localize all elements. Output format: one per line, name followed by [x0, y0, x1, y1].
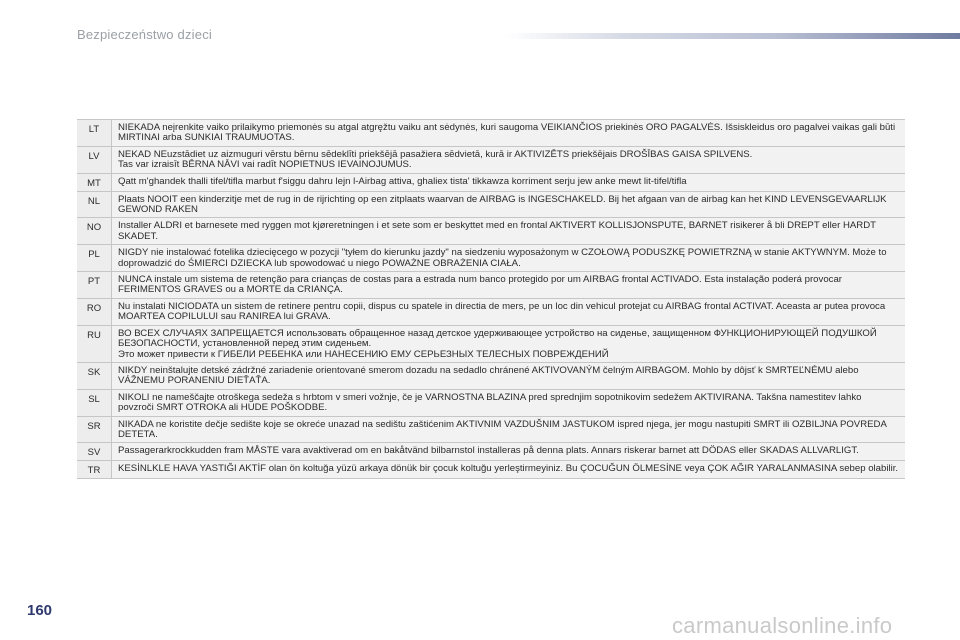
header-decoration-bar [505, 33, 960, 39]
language-code: PT [77, 272, 112, 298]
language-code: SL [77, 389, 112, 416]
warning-text: NEKAD NEuzstādiet uz aizmuguri vērstu bē… [112, 146, 905, 173]
warning-text: Plaats NOOIT een kinderzitje met de rug … [112, 191, 905, 218]
language-code: SV [77, 443, 112, 461]
language-code: LT [77, 120, 112, 146]
language-code: LV [77, 146, 112, 173]
warning-text: NUNCA instale um sistema de retenção par… [112, 272, 905, 298]
page-section-title: Bezpieczeństwo dzieci [77, 27, 212, 42]
warning-text: NIKOLI ne nameščajte otroškega sedeža s … [112, 389, 905, 416]
warning-text: NIKADA ne koristite dečje sedište koje s… [112, 416, 905, 443]
warning-text: NIEKADA neįrenkite vaiko prilaikymo prie… [112, 120, 905, 146]
warning-text: Installer ALDRI et barnesete med ryggen … [112, 218, 905, 245]
warning-text: KESİNLKLE HAVA YASTIĞI AKTİF olan ön kol… [112, 461, 905, 479]
language-code: SK [77, 362, 112, 389]
warning-text: ВО ВСЕХ СЛУЧАЯХ ЗАПРЕЩАЕТСЯ использовать… [112, 325, 905, 362]
page-number: 160 [27, 602, 53, 619]
warning-text: NIGDY nie instalować fotelika dziecięceg… [112, 245, 905, 272]
language-code: MT [77, 173, 112, 191]
warning-text: Passagerarkrockkudden fram MÅSTE vara av… [112, 443, 905, 461]
language-code: RO [77, 298, 112, 325]
watermark: carmanualsonline.info [672, 613, 893, 638]
language-code: TR [77, 461, 112, 479]
language-code: NO [77, 218, 112, 245]
warning-text: NIKDY neinštalujte detské zádržné zariad… [112, 362, 905, 389]
language-code: RU [77, 325, 112, 362]
language-code: PL [77, 245, 112, 272]
language-code: NL [77, 191, 112, 218]
warning-text: Nu instalati NICIODATA un sistem de reti… [112, 298, 905, 325]
warning-text: Qatt m'ghandek thalli tifel/tifla marbut… [112, 173, 905, 191]
language-code: SR [77, 416, 112, 443]
